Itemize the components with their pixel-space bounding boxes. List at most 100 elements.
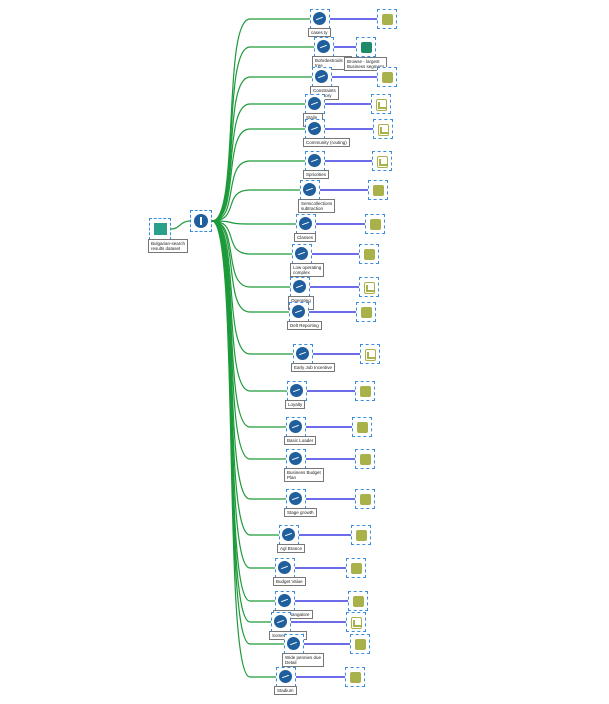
connector-layer	[170, 18, 377, 678]
output-node[interactable]	[350, 634, 370, 654]
tool-node[interactable]	[305, 119, 325, 139]
tool-node[interactable]	[292, 244, 312, 264]
tool-label: Business Budget Plan	[284, 468, 324, 482]
output-node[interactable]	[377, 67, 397, 87]
chart-icon	[287, 637, 300, 650]
connector-branch	[211, 220, 279, 536]
tool-node[interactable]	[310, 9, 330, 29]
cube-icon	[353, 596, 364, 607]
connector-branch	[211, 220, 287, 392]
cube-icon	[356, 530, 367, 541]
output-node[interactable]	[373, 119, 393, 139]
tool-node[interactable]	[286, 449, 306, 469]
tool-node[interactable]	[305, 94, 325, 114]
filter-node[interactable]	[190, 210, 212, 232]
tool-node[interactable]	[279, 525, 299, 545]
connector-branch	[211, 220, 289, 313]
output-node[interactable]	[355, 449, 375, 469]
chart-icon	[293, 280, 306, 293]
cube-icon	[361, 307, 372, 318]
connector-branch	[211, 220, 296, 225]
chart-icon	[279, 670, 292, 683]
output-node[interactable]	[368, 180, 388, 200]
connector-branch	[211, 220, 275, 569]
chart-icon	[278, 594, 291, 607]
chart-icon	[289, 420, 302, 433]
output-node[interactable]	[356, 302, 376, 322]
cube-icon	[360, 454, 371, 465]
tool-node[interactable]	[286, 489, 306, 509]
tool-label: Stadium	[274, 686, 297, 695]
spreadsheet-icon	[351, 617, 362, 629]
output-node[interactable]	[372, 151, 392, 171]
chart-icon	[296, 347, 309, 360]
output-node[interactable]	[352, 417, 372, 437]
tool-node[interactable]	[314, 37, 334, 57]
connector-branch	[211, 160, 305, 222]
tool-label: Classes	[294, 233, 317, 242]
connector-branch	[211, 46, 314, 222]
output-label: Browse - largest Business segment	[344, 57, 387, 71]
output-node[interactable]	[360, 344, 380, 364]
chart-icon	[299, 217, 312, 230]
connector-branch	[211, 220, 275, 602]
output-node[interactable]	[345, 667, 365, 687]
tool-node[interactable]	[293, 344, 313, 364]
tool-label: Early Job Incentive	[291, 363, 336, 372]
tool-node[interactable]	[271, 612, 291, 632]
output-node[interactable]	[355, 381, 375, 401]
tool-label: Stage growth	[284, 508, 317, 517]
output-node[interactable]	[348, 591, 368, 611]
source-node[interactable]	[149, 218, 171, 240]
tool-node[interactable]	[287, 381, 307, 401]
tool-node[interactable]	[276, 667, 296, 687]
output-node[interactable]	[351, 525, 371, 545]
cube-icon	[350, 672, 361, 683]
cube-icon	[364, 249, 375, 260]
spreadsheet-icon	[365, 349, 376, 361]
tool-node[interactable]	[300, 180, 320, 200]
output-node[interactable]	[371, 94, 391, 114]
connector-branch	[211, 18, 310, 222]
connector-branch	[211, 220, 276, 678]
cube-icon	[382, 14, 393, 25]
tool-label: Low operating complex	[290, 263, 325, 277]
output-node[interactable]	[346, 558, 366, 578]
tool-node[interactable]	[305, 151, 325, 171]
tool-node[interactable]	[275, 558, 295, 578]
output-node[interactable]	[377, 9, 397, 29]
tool-label: Spriorities	[303, 170, 330, 179]
tool-node[interactable]	[275, 591, 295, 611]
cube-icon	[373, 185, 384, 196]
tool-node[interactable]	[286, 417, 306, 437]
tool-node[interactable]	[289, 302, 309, 322]
filter-icon	[194, 214, 208, 228]
tool-node[interactable]	[290, 277, 310, 297]
connector-branch	[211, 189, 300, 222]
chart-icon	[303, 183, 316, 196]
tool-label: cases ty	[308, 28, 331, 37]
tool-label: Semicollections subtraction	[298, 199, 336, 213]
output-node[interactable]	[359, 277, 379, 297]
output-node[interactable]	[356, 37, 376, 57]
cube-icon	[361, 42, 372, 53]
tool-node[interactable]	[312, 67, 332, 87]
chart-icon	[308, 122, 321, 135]
connector-branch	[211, 220, 271, 623]
spreadsheet-icon	[364, 282, 375, 294]
output-node[interactable]	[359, 244, 379, 264]
output-node[interactable]	[365, 214, 385, 234]
chart-icon	[278, 561, 291, 574]
tool-node[interactable]	[296, 214, 316, 234]
tool-node[interactable]	[284, 634, 304, 654]
output-node[interactable]	[346, 612, 366, 632]
tool-label: Wide pennies due Detail	[282, 653, 325, 667]
output-node[interactable]	[355, 489, 375, 509]
tool-label: Agl Brance	[277, 544, 306, 553]
connector-source-filter	[170, 220, 191, 230]
cube-icon	[382, 72, 393, 83]
spreadsheet-icon	[378, 124, 389, 136]
chart-icon	[308, 97, 321, 110]
tool-label: Budget Value	[273, 577, 306, 586]
